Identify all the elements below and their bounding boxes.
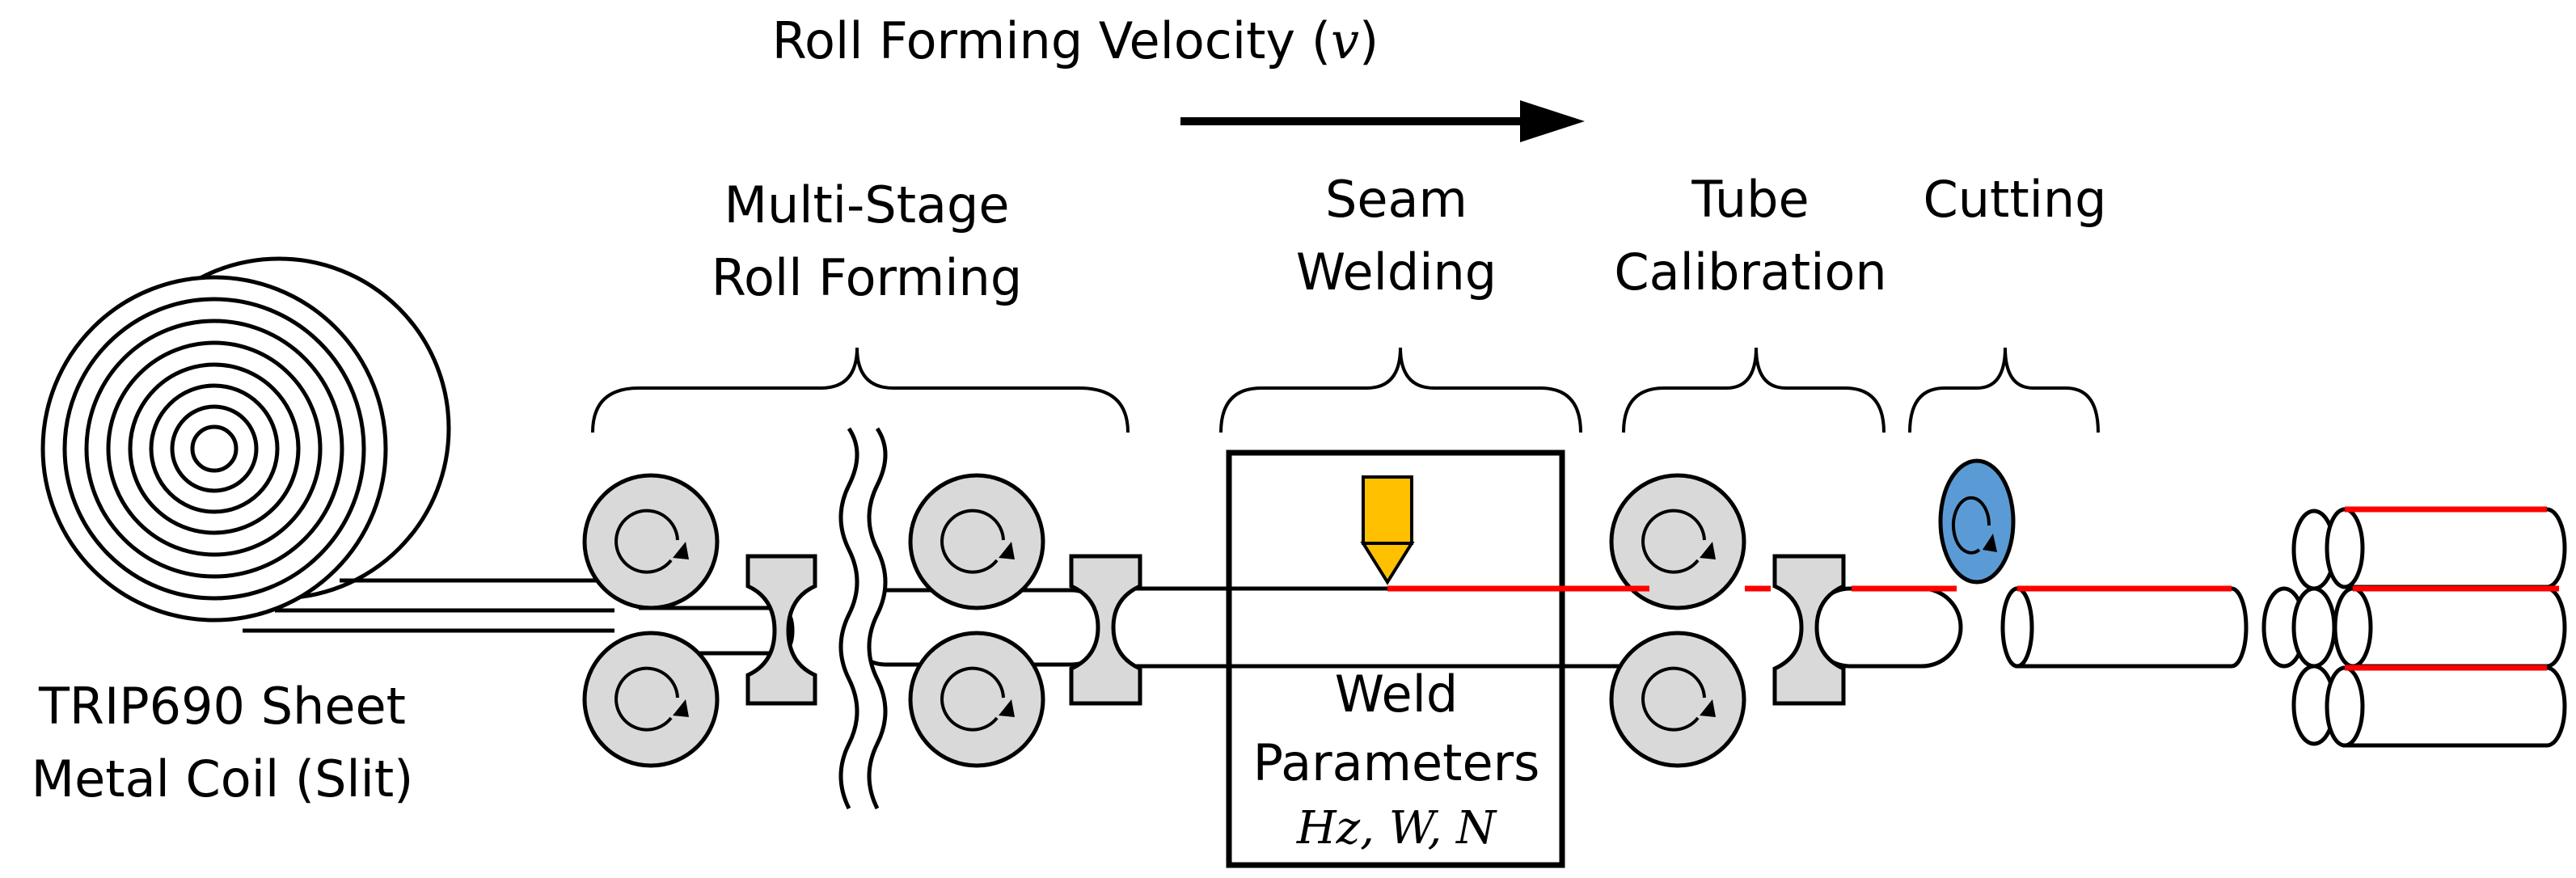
coil-label-line1: TRIP690 Sheet (38, 677, 406, 736)
side-roller-2 (1069, 554, 1142, 706)
tube-bundle (2261, 507, 2567, 748)
seam-welding-label-line1: Seam (1325, 170, 1467, 229)
roller-pair-3 (1609, 473, 1746, 768)
roller-pair-1 (582, 473, 720, 768)
velocity-arrow (1180, 100, 1585, 142)
side-roller-3 (1772, 554, 1846, 706)
weld-torch-icon (1360, 475, 1415, 585)
rotation-arrows (614, 509, 1706, 732)
bundle-seams (2345, 506, 2559, 671)
cutter-disk-icon (1938, 458, 2016, 585)
side-rollers (745, 554, 1846, 706)
side-roller-1 (745, 554, 817, 706)
roller-pair-2 (908, 473, 1045, 768)
tube-calibration-label-line2: Calibration (1614, 243, 1886, 302)
roll-forming-label-line1: Multi-Stage (724, 175, 1009, 234)
rollers (582, 473, 1746, 768)
cut-tube (2000, 585, 2249, 669)
weld-box: Weld Parameters Hz, W, N (1226, 450, 1565, 868)
velocity-title: Roll Forming Velocity (v) (772, 11, 1379, 70)
weld-box-params: Hz, W, N (1296, 802, 1497, 855)
break-marks (838, 427, 888, 810)
brace-roll-forming (591, 347, 1130, 433)
seam-welding-label-line2: Welding (1296, 243, 1497, 302)
weld-box-line2: Parameters (1253, 733, 1540, 792)
coil-label-line2: Metal Coil (Slit) (32, 749, 414, 808)
cutting-label: Cutting (1923, 170, 2106, 229)
brace-tube-calibration (1622, 347, 1886, 433)
tube-calibration-label-line1: Tube (1691, 170, 1809, 229)
weld-box-line1: Weld (1335, 665, 1458, 724)
brace-seam-welding (1219, 347, 1582, 433)
brace-cutting (1908, 347, 2100, 433)
braces (591, 347, 2100, 433)
sheet-metal-coil (40, 256, 451, 623)
roll-forming-label-line2: Roll Forming (712, 248, 1022, 307)
sheet-strip (243, 578, 614, 633)
